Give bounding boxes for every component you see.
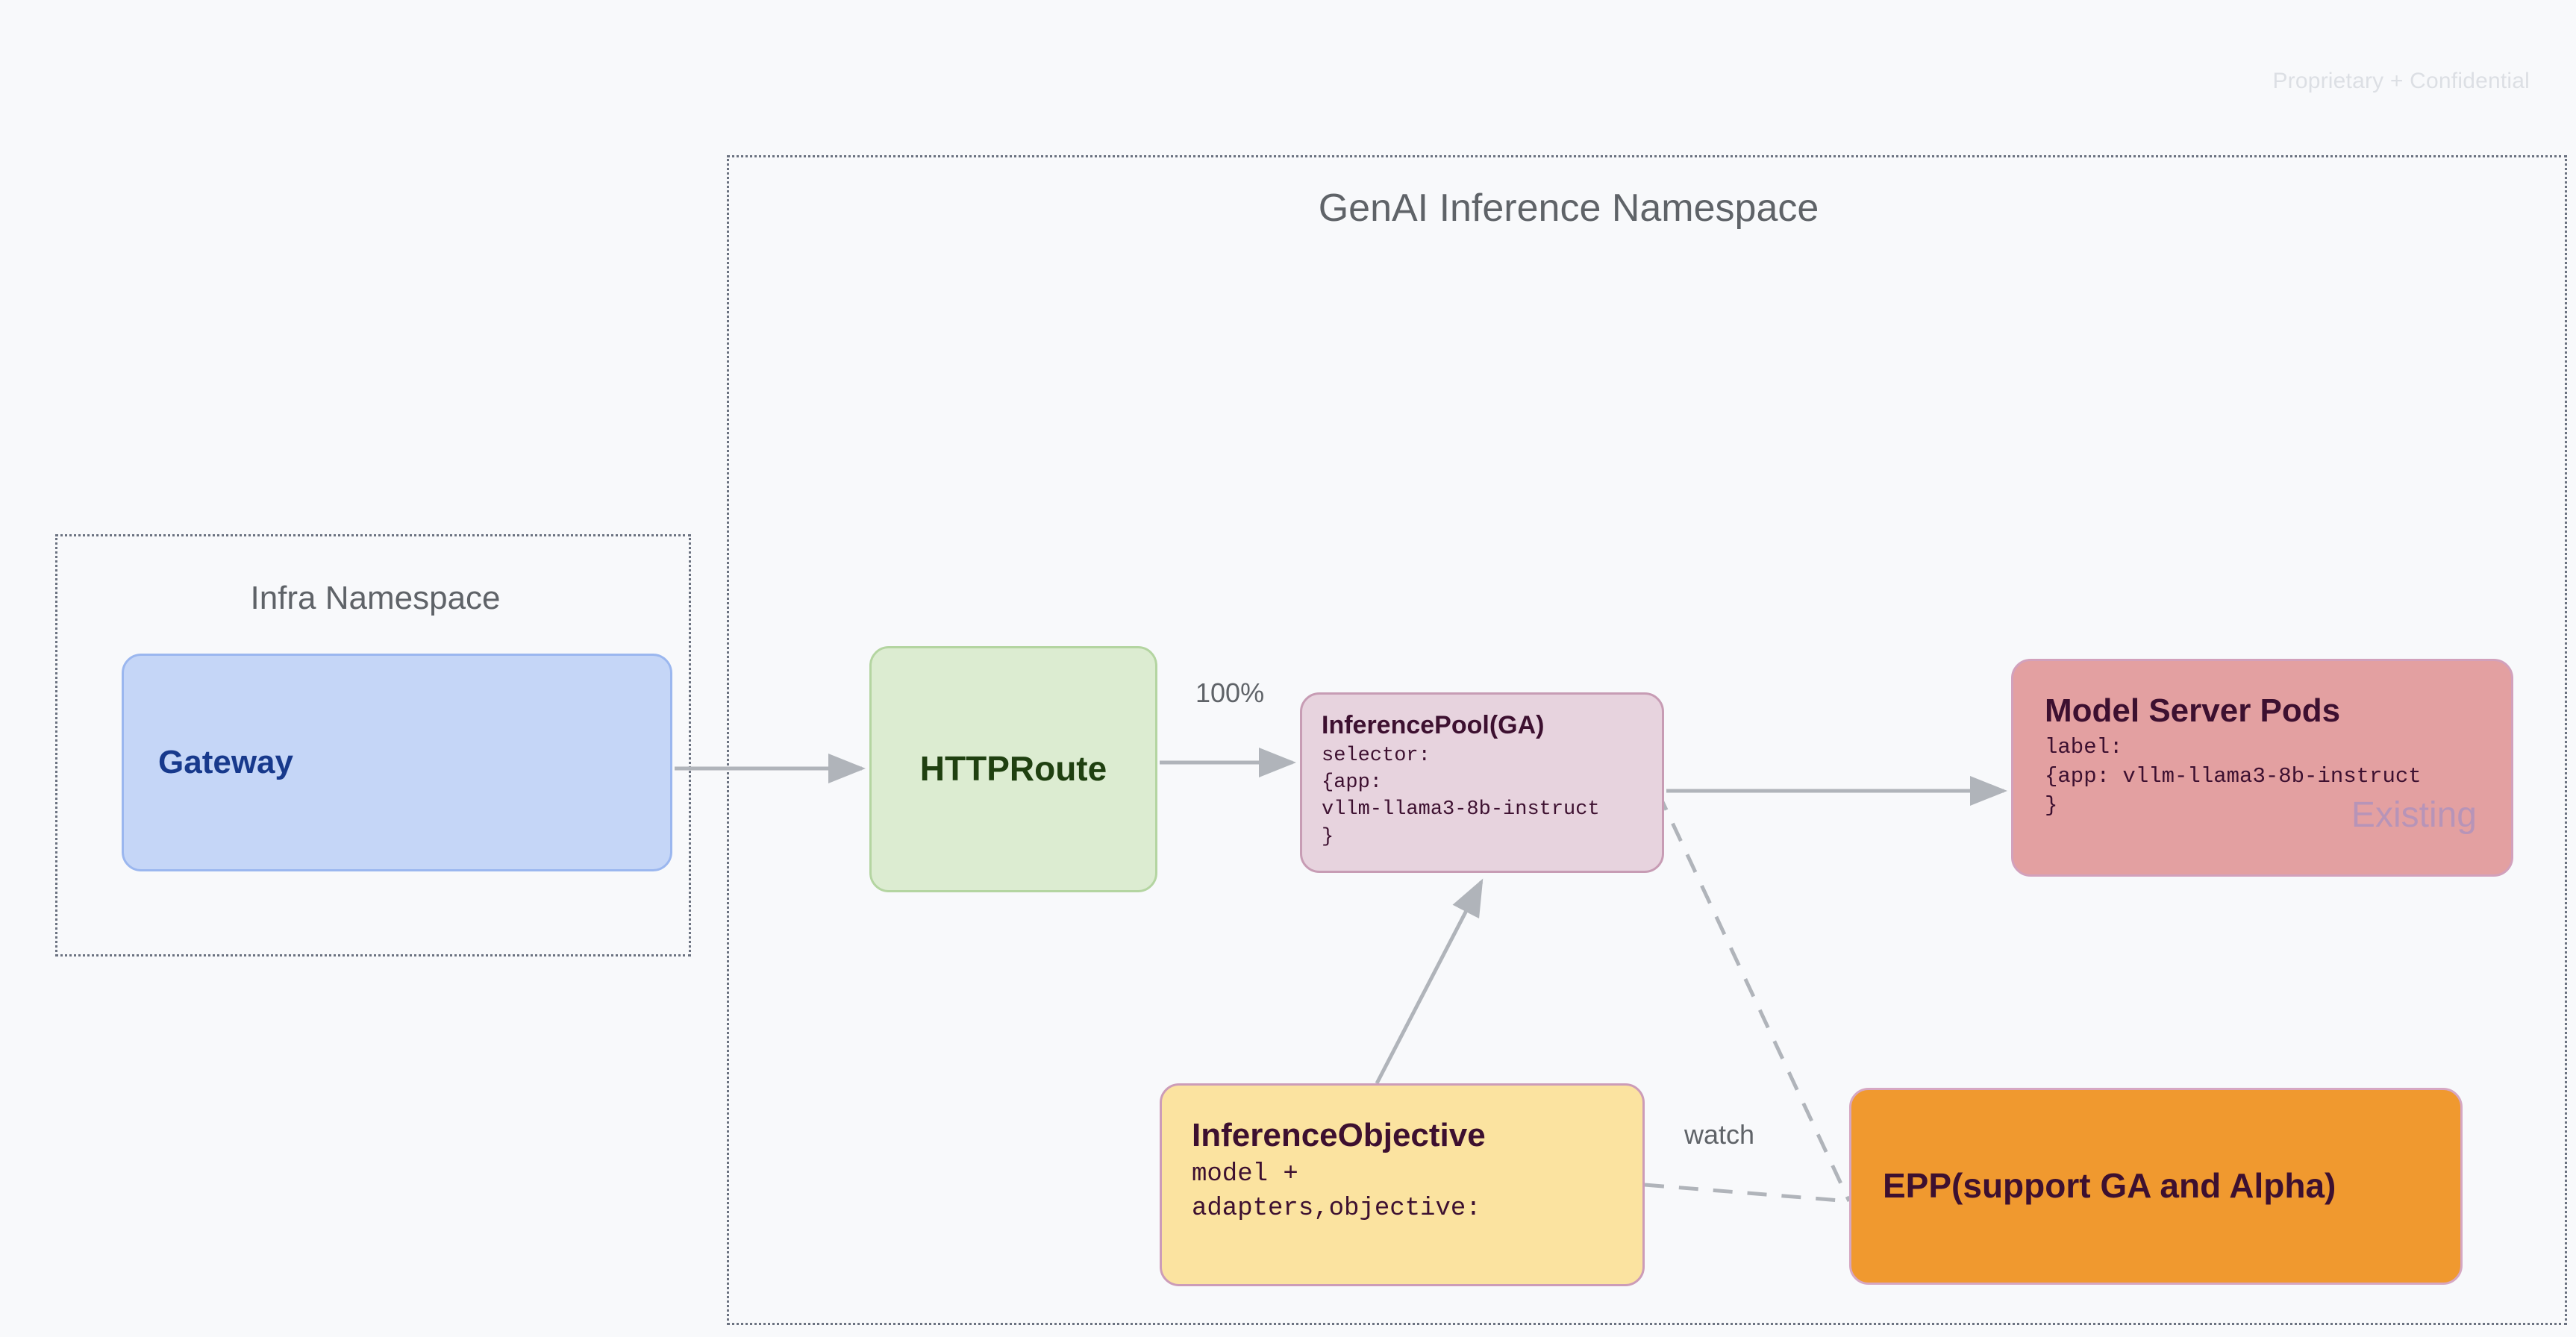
node-inferencepool[interactable]: InferencePool(GA) selector: {app: vllm-l…	[1300, 692, 1664, 873]
genai-namespace-title: GenAI Inference Namespace	[1318, 187, 1819, 230]
node-model-server-pods[interactable]: Model Server Pods label: {app: vllm-llam…	[2011, 659, 2513, 877]
existing-badge: Existing	[2351, 795, 2477, 835]
inferenceobjective-title: InferenceObjective	[1192, 1117, 1486, 1153]
model-server-pods-title: Model Server Pods	[2045, 692, 2341, 729]
httproute-title: HTTPRoute	[919, 749, 1107, 789]
node-httproute[interactable]: HTTPRoute	[869, 646, 1157, 892]
proprietary-confidential-watermark: Proprietary + Confidential	[2272, 69, 2530, 93]
infra-namespace-container: Infra Namespace	[55, 534, 691, 956]
edge-label-watch: watch	[1684, 1119, 1755, 1150]
inferencepool-selector-spec: selector: {app: vllm-llama3-8b-instruct …	[1322, 745, 1600, 848]
epp-title: EPP(support GA and Alpha)	[1883, 1166, 2336, 1206]
infra-namespace-title: Infra Namespace	[250, 580, 501, 616]
model-server-pods-label-spec: label: {app: vllm-llama3-8b-instruct }	[2045, 735, 2422, 818]
inferenceobjective-spec: model + adapters,objective:	[1192, 1160, 1481, 1223]
node-inferenceobjective[interactable]: InferenceObjective model + adapters,obje…	[1160, 1083, 1645, 1286]
genai-namespace-container: GenAI Inference Namespace	[727, 155, 2567, 1325]
node-epp[interactable]: EPP(support GA and Alpha)	[1849, 1088, 2463, 1285]
gateway-title: Gateway	[158, 744, 293, 781]
inferencepool-title: InferencePool(GA)	[1322, 711, 1545, 739]
edge-label-traffic-weight: 100%	[1195, 677, 1265, 708]
node-gateway[interactable]: Gateway	[122, 654, 672, 871]
